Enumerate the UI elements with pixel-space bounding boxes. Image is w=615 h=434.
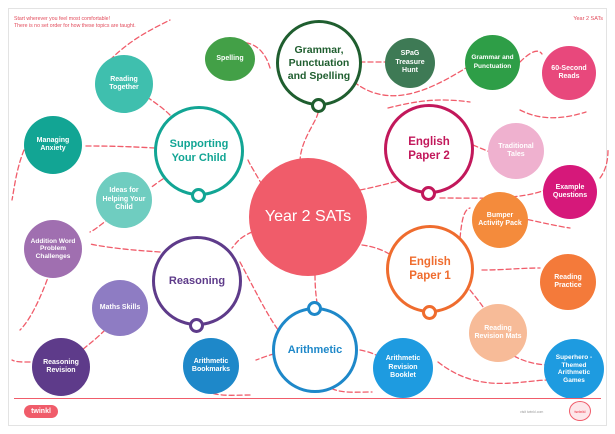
link-booklet-right xyxy=(437,361,551,385)
link-grammar-gp xyxy=(353,67,467,97)
resource-maths-skills[interactable]: Maths Skills xyxy=(92,280,148,336)
intro-line-1: Start wherever you feel most comfortable… xyxy=(14,16,111,22)
resource-grammar-and-punctuation[interactable]: Grammar and Punctuation xyxy=(465,35,520,90)
intro-line-2: There is no set order for how these topi… xyxy=(14,23,136,29)
link-supporting-reading xyxy=(144,94,171,116)
footer-rule xyxy=(14,398,601,399)
hub-reasoning-label: Reasoning xyxy=(168,275,226,287)
link-center-reasoning xyxy=(231,231,253,249)
resource-arithmetic-revision-booklet[interactable]: Arithmetic Revision Booklet xyxy=(373,338,433,398)
resource-bumper-activity-pack[interactable]: Bumper Activity Pack xyxy=(472,192,528,248)
link-center-grammar xyxy=(299,111,319,163)
footer-site-text: visit twinkl.com xyxy=(520,410,544,414)
resource-reading-together[interactable]: Reading Together xyxy=(95,55,153,113)
twinkl-badge-icon: twinkl xyxy=(569,401,591,421)
resource-example-questions[interactable]: Example Questions xyxy=(543,165,597,219)
link-mats-superhero xyxy=(513,355,547,366)
resource-ideas-for-helping[interactable]: Ideas for Helping Your Child xyxy=(96,172,152,228)
resource-reasoning-revision[interactable]: Reasoning Revision xyxy=(32,338,90,396)
link-managing-left xyxy=(11,149,25,201)
resource-60-second-reads[interactable]: 60-Second Reads xyxy=(542,46,596,100)
resource-spag-treasure-hunt[interactable]: SPaG Treasure Hunt xyxy=(385,38,435,88)
link-english1-bumper xyxy=(459,207,471,239)
link-english1-reading-practice xyxy=(481,267,541,271)
hub-arithmetic-ring-icon xyxy=(307,301,322,316)
link-gp-sixty xyxy=(519,50,543,63)
center-topic[interactable]: Year 2 SATs xyxy=(249,158,367,276)
intro-note: Start wherever you feel most comfortable… xyxy=(14,16,274,30)
link-revision-left xyxy=(11,359,31,363)
hub-arithmetic[interactable]: Arithmetic xyxy=(272,301,358,393)
link-maths-revision xyxy=(81,329,106,351)
resource-managing-anxiety[interactable]: Managing Anxiety xyxy=(24,116,82,174)
corner-title: Year 2 SATs xyxy=(573,16,603,22)
resource-spelling[interactable]: Spelling xyxy=(205,37,255,81)
hub-english-paper-2[interactable]: English Paper 2 xyxy=(384,104,474,201)
hub-grammar-ring-icon xyxy=(311,98,326,113)
resource-arithmetic-bookmarks[interactable]: Arithmetic Bookmarks xyxy=(183,338,239,394)
hub-english-paper-1[interactable]: English Paper 1 xyxy=(386,225,474,320)
hub-supporting-your-child[interactable]: Supporting Your Child xyxy=(154,106,244,203)
link-traditional-up xyxy=(519,109,587,119)
resource-reading-revision-mats[interactable]: Reading Revision Mats xyxy=(469,304,527,362)
resource-reading-practice[interactable]: Reading Practice xyxy=(540,254,596,310)
link-addition-down xyxy=(19,271,51,331)
hub-supporting-ring-icon xyxy=(191,188,206,203)
hub-english-paper-1-ring-icon xyxy=(422,305,437,320)
link-supporting-managing xyxy=(83,145,156,149)
hub-english-paper-1-label: English Paper 1 xyxy=(409,256,451,282)
resource-addition-word-problem-challenges[interactable]: Addition Word Problem Challenges xyxy=(24,220,82,278)
hub-reasoning[interactable]: Reasoning xyxy=(152,236,242,333)
link-english2-up xyxy=(387,99,471,109)
hub-grammar-label: Grammar, Punctuation and Spelling xyxy=(287,43,351,82)
hub-english-paper-2-ring-icon xyxy=(421,186,436,201)
link-reading-up xyxy=(109,19,171,61)
hub-reasoning-ring-icon xyxy=(189,318,204,333)
hub-english-paper-2-label: English Paper 2 xyxy=(408,136,450,162)
hub-arithmetic-label: Arithmetic xyxy=(287,344,343,356)
twinkl-logo: twinkl xyxy=(24,405,58,418)
resource-traditional-tales[interactable]: Traditional Tales xyxy=(488,123,544,179)
hub-grammar[interactable]: Grammar, Punctuation and Spelling xyxy=(276,20,362,113)
resource-superhero-arithmetic-games[interactable]: Superhero -Themed Arithmetic Games xyxy=(544,339,604,399)
link-reasoning-right xyxy=(239,261,283,336)
hub-supporting-label: Supporting Your Child xyxy=(169,138,229,164)
link-reasoning-addition xyxy=(89,243,161,253)
link-example-right xyxy=(599,149,609,179)
